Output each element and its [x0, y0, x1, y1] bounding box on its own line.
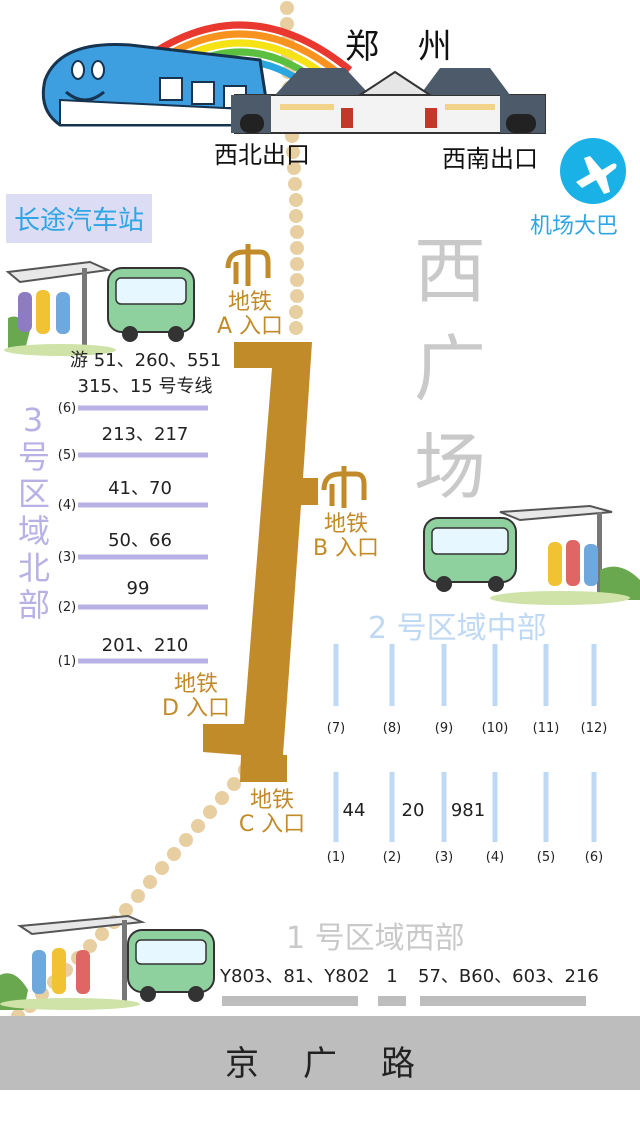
- metro-entrance-a[interactable]: 地铁 A 入口: [210, 292, 290, 338]
- zone1-bars: [222, 996, 586, 1006]
- metro-label-line2: C 入口: [238, 812, 306, 837]
- zone3-bay3-number: (3): [57, 550, 77, 565]
- road-name: 京广路: [225, 1044, 459, 1084]
- zone3-label: 3号区域北部: [18, 401, 51, 624]
- zone2-bay5-number: (5): [536, 850, 556, 865]
- zone2-bay11-number: (11): [532, 721, 560, 736]
- zone1-bay-routes-middle: 1: [386, 966, 398, 987]
- zone2-bay1-routes: 44: [342, 800, 366, 821]
- zone2-bay6-number: (6): [584, 850, 604, 865]
- metro-label-line1: 地铁: [323, 512, 368, 537]
- zone2-label: 2 号区域中部: [368, 611, 547, 646]
- zone3-bay6-number: (6): [57, 401, 77, 416]
- metro-label-line1: 地铁: [173, 672, 218, 697]
- northwest-exit-label[interactable]: 西北出口: [214, 141, 310, 169]
- zone1-bay-routes-right: 57、B60、603、216: [418, 966, 599, 987]
- zone3-bay5-number: (5): [57, 448, 77, 463]
- road-band: [0, 1016, 640, 1090]
- zone2-bay10-number: (10): [481, 721, 509, 736]
- zone3-bay6-routes-line2: 315、15 号专线: [77, 376, 213, 397]
- zone3-bay4-routes: 41、70: [108, 478, 172, 499]
- zone3-bay2-number: (2): [57, 600, 77, 615]
- zone2-bars: [333, 644, 597, 842]
- zone2-bay7-number: (7): [326, 721, 346, 736]
- bus-stop-illustration-center: [423, 504, 640, 605]
- zone3-bay2-routes: 99: [126, 578, 150, 599]
- zone3-bay1-number: (1): [57, 654, 77, 669]
- zone3-bay5-routes: 213、217: [101, 424, 189, 445]
- airplane-icon[interactable]: [560, 138, 626, 204]
- zone2-bay3-routes: 981: [450, 800, 486, 821]
- zone2-bay2-routes: 20: [401, 800, 425, 821]
- metro-entrance-d[interactable]: 地铁 D 入口: [154, 674, 238, 720]
- zone2-bay8-number: (8): [382, 721, 402, 736]
- southwest-exit-label[interactable]: 西南出口: [442, 145, 538, 173]
- metro-label-line2: A 入口: [216, 314, 284, 339]
- metro-label-line2: B 入口: [312, 536, 380, 561]
- metro-label-line2: D 入口: [162, 696, 230, 721]
- metro-logo-icon: [321, 466, 367, 508]
- zone1-bay-routes-left: Y803、81、Y802: [220, 966, 370, 987]
- metro-logo-icon: [225, 244, 271, 286]
- zone2-bay3-number: (3): [434, 850, 454, 865]
- train-illustration: [41, 42, 272, 127]
- city-name: 郑 州: [345, 27, 466, 67]
- zone3-bay4-number: (4): [57, 498, 77, 513]
- bus-stop-illustration-north: [4, 260, 195, 356]
- zone3-bay3-routes: 50、66: [108, 530, 172, 551]
- zone3-bars: [78, 405, 208, 664]
- metro-entrance-c[interactable]: 地铁 C 入口: [232, 790, 312, 836]
- metro-label-line1: 地铁: [249, 788, 294, 813]
- airport-bus-label[interactable]: 机场大巴: [530, 214, 619, 239]
- west-square-label: 西广场: [413, 229, 486, 509]
- zone2-bay1-number: (1): [326, 850, 346, 865]
- metro-corridor: [203, 342, 318, 782]
- bus-stop-illustration-west: [0, 914, 215, 1010]
- zone3-bay1-routes: 201、210: [101, 635, 189, 656]
- zone2-bay12-number: (12): [580, 721, 608, 736]
- metro-label-line1: 地铁: [227, 290, 272, 315]
- zone2-bay9-number: (9): [434, 721, 454, 736]
- zone2-bay4-number: (4): [485, 850, 505, 865]
- zone1-label: 1 号区域西部: [286, 921, 465, 956]
- long-distance-bus-station-label[interactable]: 长途汽车站: [6, 194, 153, 243]
- metro-entrance-b[interactable]: 地铁 B 入口: [306, 514, 386, 560]
- station-building-illustration: [231, 68, 546, 134]
- zone3-bay6-routes-line1: 游 51、260、551: [70, 350, 222, 371]
- zone2-bay2-number: (2): [382, 850, 402, 865]
